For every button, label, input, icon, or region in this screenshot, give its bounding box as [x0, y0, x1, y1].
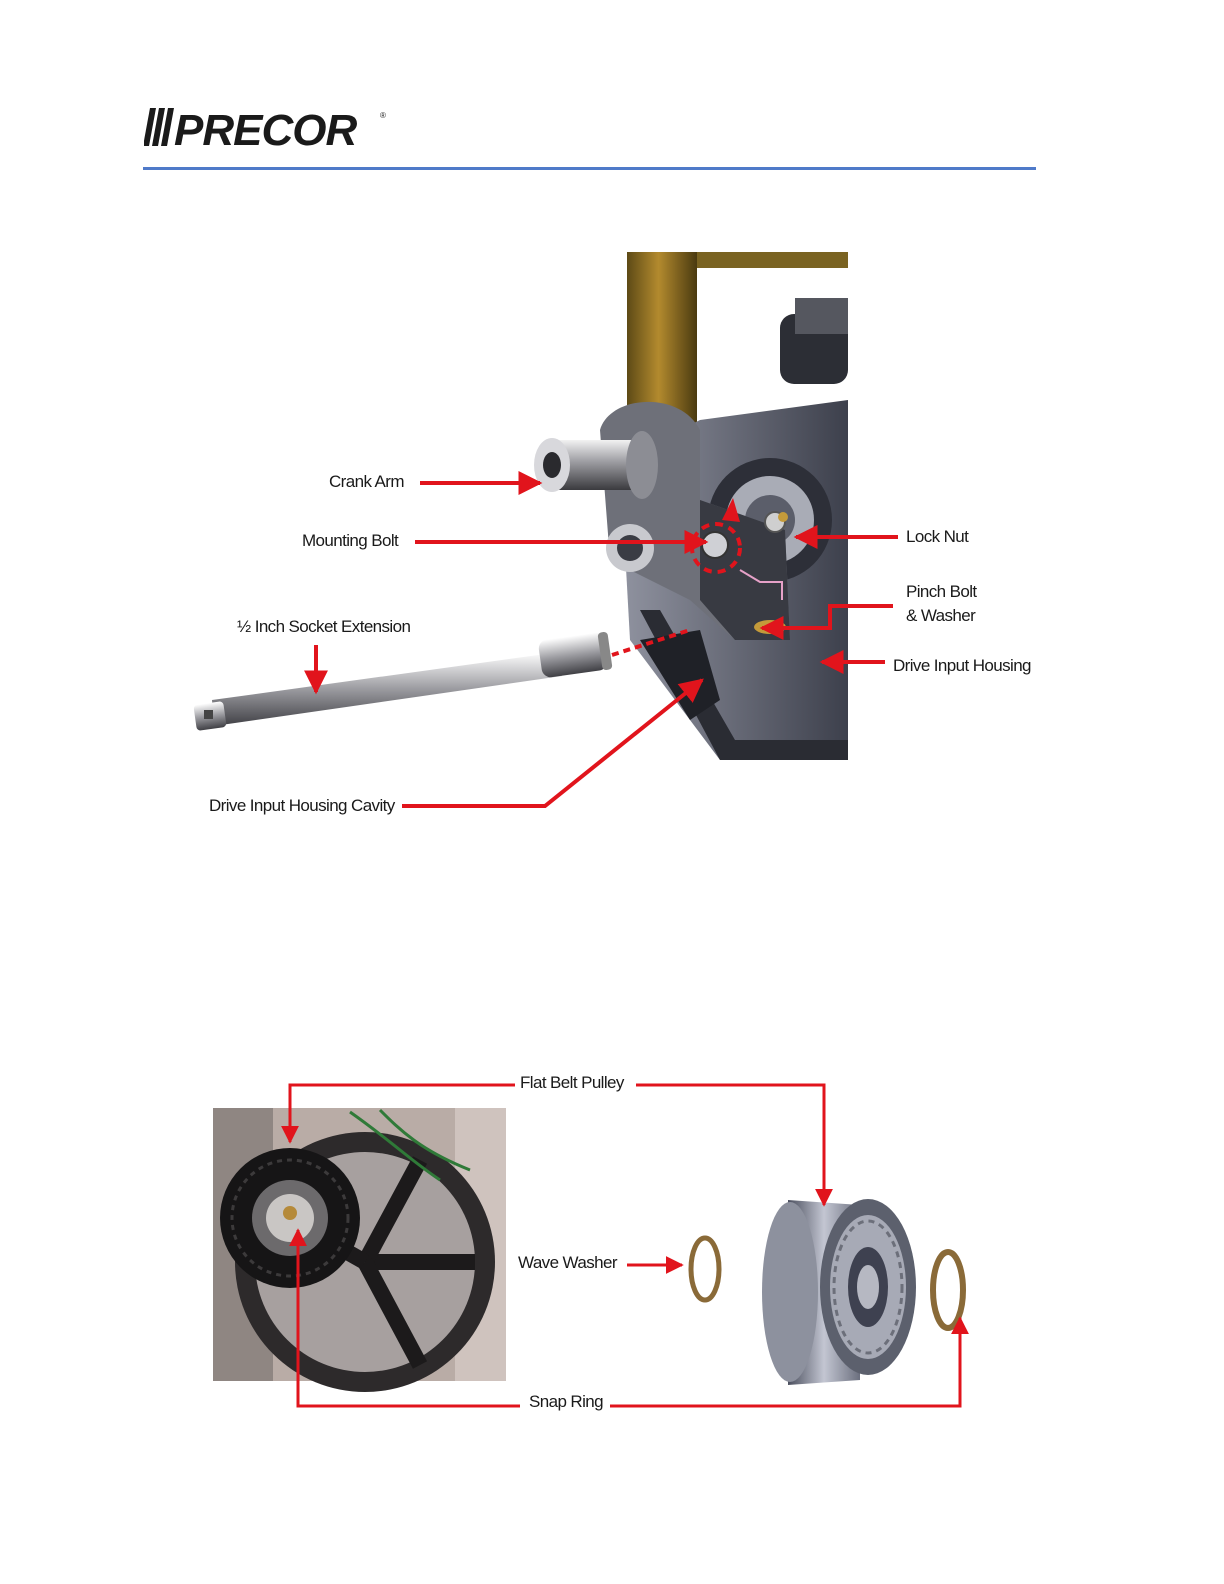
pulley-photo: [213, 1108, 506, 1392]
wave-washer-shape: [691, 1238, 719, 1300]
label-snap-ring: Snap Ring: [529, 1392, 603, 1412]
label-flat-belt-pulley: Flat Belt Pulley: [520, 1073, 624, 1093]
label-wave-washer: Wave Washer: [518, 1253, 617, 1273]
snap-ring-shape: [933, 1252, 963, 1328]
pulley-3d: [762, 1199, 916, 1385]
